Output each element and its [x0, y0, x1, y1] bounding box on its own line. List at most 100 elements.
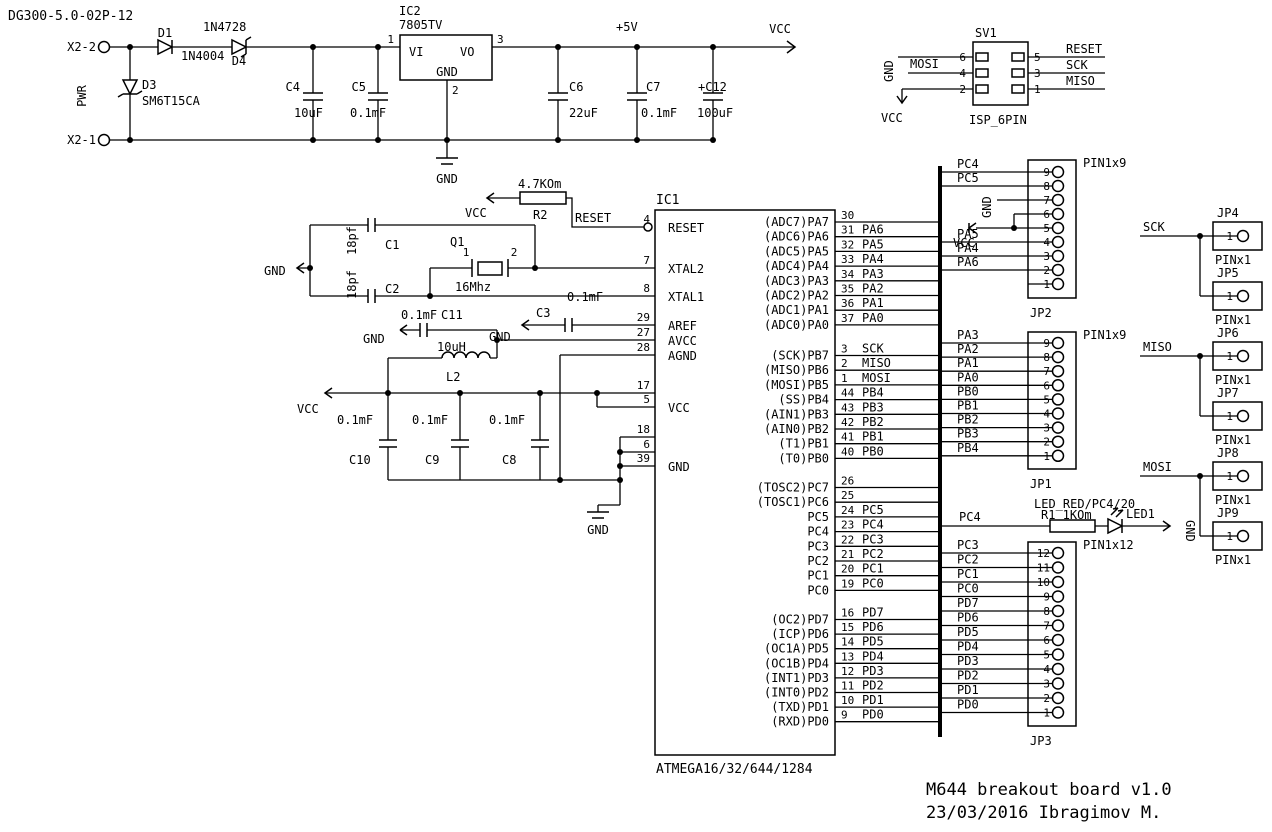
ic1-pin-label-aref: AREF: [668, 319, 697, 333]
ic1-pin-label: PC1: [807, 569, 829, 583]
connector-type: PINx1: [1215, 433, 1251, 447]
ic1-pin-number: 19: [841, 577, 854, 590]
pin-number: 12: [1037, 547, 1050, 560]
component-value-c11: 0.1mF: [401, 308, 437, 322]
ic1-pin-number: 10: [841, 694, 854, 707]
net-label: PA4: [862, 252, 884, 266]
net-label-sck: SCK: [1066, 58, 1088, 72]
ic1-pin-label: (TOSC2)PC7: [757, 481, 829, 495]
pin-number: 2: [1043, 264, 1050, 277]
power-label-gnd: GND: [264, 264, 286, 278]
net-label: PD2: [957, 669, 979, 683]
power-label-gnd: GND: [363, 332, 385, 346]
ic1-pin-label: (ADC6)PA6: [764, 230, 829, 244]
net-label: PD6: [862, 620, 884, 634]
net-label: PB2: [957, 413, 979, 427]
component-value-d4: 1N4728: [203, 20, 246, 34]
pin-number: 2: [959, 83, 966, 96]
connector-name: JP1: [1030, 477, 1052, 491]
ic1-pin-label-vcc: VCC: [668, 401, 690, 415]
connector-name: JP3: [1030, 734, 1052, 748]
component-refdes-sv1: SV1: [975, 26, 997, 40]
ic1-pin-label-avcc: AVCC: [668, 334, 697, 348]
pin-number: 9: [1043, 337, 1050, 350]
net-label: PB0: [862, 444, 884, 458]
net-label: PC4: [957, 157, 979, 171]
ic1-pin-label-agnd: AGND: [668, 349, 697, 363]
connector-type: PIN1x9: [1083, 156, 1126, 170]
ic1-pin-label: (ADC2)PA2: [764, 289, 829, 303]
ic1-pin-number: 36: [841, 297, 854, 310]
power-label-gnd: GND: [436, 172, 458, 186]
pin-number: 7: [1043, 620, 1050, 633]
junction-dot: [532, 265, 538, 271]
ic1-pin-label: (ADC7)PA7: [764, 215, 829, 229]
net-label-5v: +5V: [616, 20, 638, 34]
component-refdes-d4: D4: [232, 54, 246, 68]
ic1-pin-number: 26: [841, 475, 854, 488]
pin-number: 7: [1043, 194, 1050, 207]
ic1-pin-label: (AIN0)PB2: [764, 422, 829, 436]
ic1-pin-number: 35: [841, 283, 854, 296]
ic1-pin-label: PC5: [807, 510, 829, 524]
ic1-pin-label: (ADC3)PA3: [764, 274, 829, 288]
power-label-vcc: VCC: [769, 22, 791, 36]
ic1-pin-number: 21: [841, 548, 854, 561]
pin-number: 6: [959, 51, 966, 64]
component-refdes-r2: R2: [533, 208, 547, 222]
junction-dot: [1197, 233, 1203, 239]
ic1-pin-number: 33: [841, 253, 854, 266]
pin-number: 1: [1226, 230, 1233, 243]
ic2-pin-label-gnd: GND: [436, 65, 458, 79]
pin-number: 4: [959, 67, 966, 80]
ic1-pin-number: 9: [841, 709, 848, 722]
ic1-pin-label: PC2: [807, 554, 829, 568]
net-label: PA5: [957, 227, 979, 241]
pin-number: 1: [387, 33, 394, 46]
ic1-pin-number: 37: [841, 312, 854, 325]
ic1-pin-label: (MOSI)PB5: [764, 378, 829, 392]
pin-number: 4: [1043, 236, 1050, 249]
pin-number: 4: [1043, 408, 1050, 421]
junction-dot: [307, 265, 313, 271]
net-label: MISO: [862, 356, 891, 370]
component-value-ic1: ATMEGA16/32/644/1284: [656, 762, 813, 777]
net-label: PA2: [957, 342, 979, 356]
junction-dot: [1197, 473, 1203, 479]
pin-number: 5: [1043, 649, 1050, 662]
net-label: PB3: [957, 427, 979, 441]
ic1-pin-label: (AIN1)PB3: [764, 407, 829, 421]
component-refdes-c9: C9: [425, 453, 439, 467]
power-label-gnd: GND: [587, 523, 609, 537]
pin-number: 3: [497, 33, 504, 46]
net-label: PC0: [862, 576, 884, 590]
net-label: SCK: [862, 342, 884, 356]
connector-name: JP4: [1217, 206, 1239, 220]
pin-number: 10: [1037, 576, 1050, 589]
ic1-pin-number: 24: [841, 504, 855, 517]
component-value-q1: 16Mhz: [455, 280, 491, 294]
ic1-pin-label-xtal1: XTAL1: [668, 290, 704, 304]
connector-name: JP2: [1030, 306, 1052, 320]
ic2-pin-label-vi: VI: [409, 45, 423, 59]
net-label-mosi: MOSI: [910, 57, 939, 71]
ic1-pin-number: 20: [841, 563, 854, 576]
component-refdes-c11: C11: [441, 308, 463, 322]
pin-number: 2: [452, 84, 459, 97]
component-value-c12: 100uF: [697, 106, 733, 120]
net-label-miso: MISO: [1066, 74, 1095, 88]
ic1-pin-number: 2: [841, 357, 848, 370]
ic1-pin-number: 4: [643, 213, 650, 226]
net-label: SCK: [1143, 220, 1165, 234]
component-value-d1: 1N4004: [181, 49, 224, 63]
connector-name: JP8: [1217, 446, 1239, 460]
pin-number: 2: [511, 246, 518, 259]
ic1-pin-number: 12: [841, 665, 854, 678]
pin-number: 3: [1043, 422, 1050, 435]
net-label: PB1: [862, 430, 884, 444]
power-label-vcc: VCC: [465, 206, 487, 220]
pwr-label: PWR: [75, 84, 89, 106]
component-value-c9: 0.1mF: [412, 413, 448, 427]
net-label: PA3: [862, 267, 884, 281]
ic1-pin-number: 14: [841, 636, 855, 649]
